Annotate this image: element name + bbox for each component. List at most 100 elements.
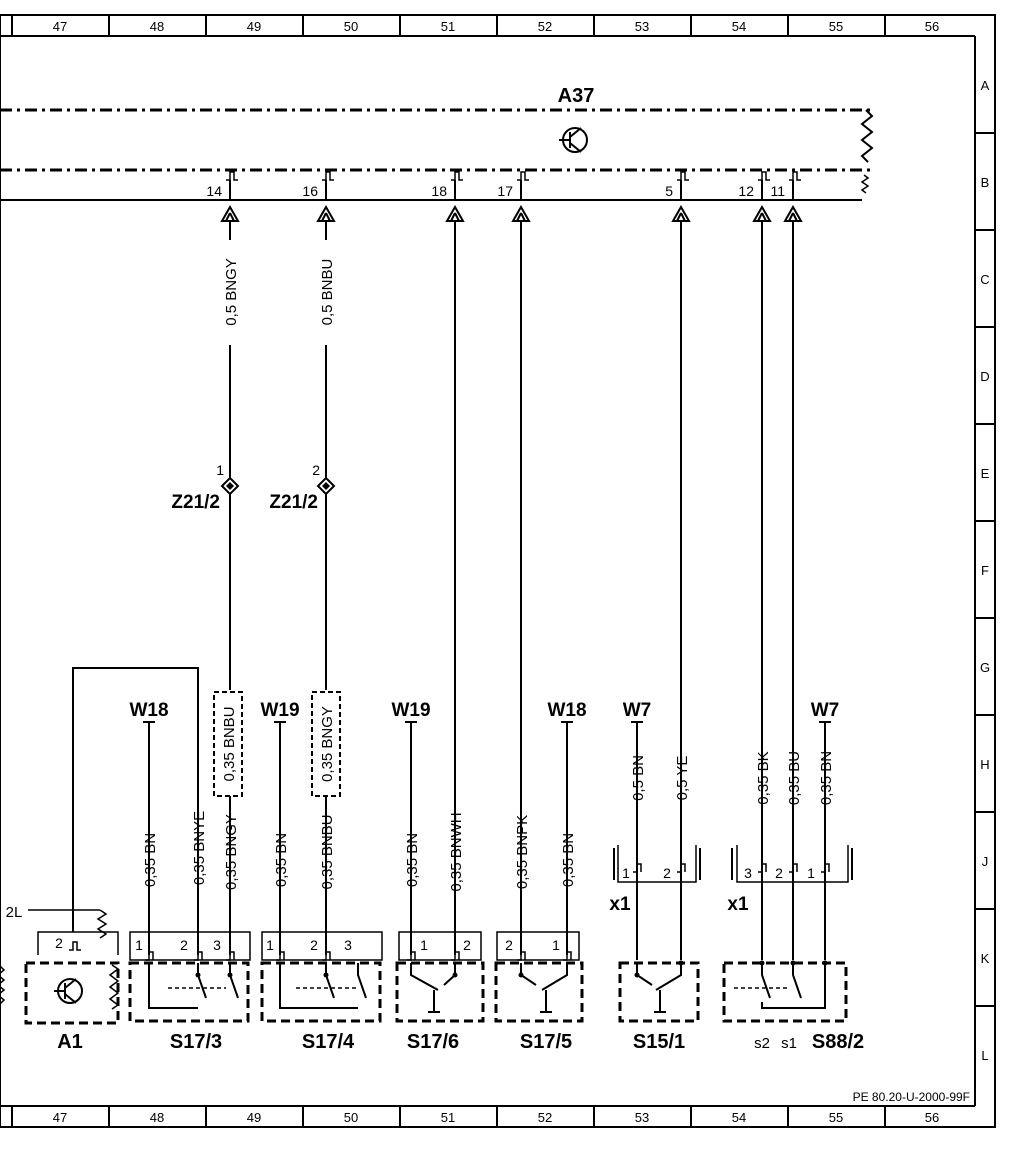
row-L: L xyxy=(981,1048,988,1063)
col-53-bottom: 53 xyxy=(635,1110,649,1125)
wire-s15-1-b: 0,5 YE xyxy=(674,756,691,801)
x1-left-pin-2: 2 xyxy=(663,865,671,881)
s88-2-s2-label: s2 xyxy=(754,1035,770,1052)
pin-16: 16 xyxy=(302,171,334,200)
col-55: 55 xyxy=(829,19,843,34)
col-48-bottom: 48 xyxy=(150,1110,164,1125)
pin-12-label: 12 xyxy=(738,183,754,199)
row-K: K xyxy=(981,951,990,966)
x1-right-pin-3: 3 xyxy=(744,865,752,881)
splice-2-label: Z21/2 xyxy=(269,492,318,513)
s88-2-s1-label: s1 xyxy=(781,1035,797,1052)
s88-2-switch: s2 s1 S88/2 xyxy=(722,960,864,1053)
s17-5-switch: 2 1 S17/5 xyxy=(494,931,584,1053)
s17-3-pin-3: 3 xyxy=(213,937,221,953)
s17-6-label: S17/6 xyxy=(407,1031,459,1053)
s17-5-pin-1: 1 xyxy=(552,937,560,953)
pin-14-label: 14 xyxy=(206,183,222,199)
col-56-bottom: 56 xyxy=(925,1110,939,1125)
splice-1-pin: 1 xyxy=(216,462,224,478)
pin-17-label: 17 xyxy=(497,183,513,199)
a1-pin-2: 2 xyxy=(55,935,63,951)
col-51-bottom: 51 xyxy=(441,1110,455,1125)
lower-wires: 0,35 BN 0,35 BNYE 0,35 BNGY 0,35 BN 0,35… xyxy=(142,740,835,960)
s15-1-label: S15/1 xyxy=(633,1031,685,1053)
pin-11-label: 11 xyxy=(770,183,785,199)
x1-right-pin-1: 1 xyxy=(807,865,815,881)
connector-x1-left: 1 2 x1 xyxy=(609,845,701,915)
wire-s17-3-a: 0,35 BN xyxy=(142,833,159,887)
pin-18: 18 xyxy=(431,171,463,200)
col-53: 53 xyxy=(635,19,649,34)
splice-1-label: Z21/2 xyxy=(171,492,220,513)
col-54-bottom: 54 xyxy=(732,1110,746,1125)
pin-5-label: 5 xyxy=(665,183,673,199)
s17-6-pin-1: 1 xyxy=(420,937,428,953)
ground-w18-2: W18 xyxy=(547,700,586,721)
bus-arrows xyxy=(220,204,803,222)
s17-4-label: S17/4 xyxy=(302,1031,355,1053)
col-51: 51 xyxy=(441,19,455,34)
pin-5: 5 xyxy=(665,171,689,200)
wire-s17-3-b: 0,35 BNYE xyxy=(191,811,208,885)
wire-s15-1-a: 0,5 BN xyxy=(630,755,647,801)
row-J: J xyxy=(982,854,989,869)
upper-wires: 0,5 BNGY 0,5 BNBU xyxy=(223,221,794,955)
row-D: D xyxy=(980,369,989,384)
row-B: B xyxy=(981,175,990,190)
a37-pins: 14 16 18 17 5 12 11 xyxy=(206,171,801,200)
wire-s17-6-a: 0,35 BN xyxy=(404,833,421,887)
pin-11: 11 xyxy=(770,171,801,200)
boxed-wire-bngy-label: 0,35 BNGY xyxy=(319,706,336,782)
row-ruler-right: A B C D E F G H J K L xyxy=(975,78,995,1063)
wire-s17-5-b: 0,35 BN xyxy=(560,833,577,887)
pin-12: 12 xyxy=(738,171,770,200)
row-E: E xyxy=(981,466,990,481)
col-52: 52 xyxy=(538,19,552,34)
col-55-bottom: 55 xyxy=(829,1110,843,1125)
row-A: A xyxy=(981,78,990,93)
ground-refs: W18 W19 W19 W18 W7 W7 xyxy=(129,700,839,750)
wire-16-label: 0,5 BNBU xyxy=(319,259,336,326)
a37-module: A37 xyxy=(0,85,874,201)
s17-5-pin-2: 2 xyxy=(505,937,513,953)
wire-s17-6-b: 0,35 BNWH xyxy=(448,812,465,891)
col-56: 56 xyxy=(925,19,939,34)
connector-x1-right: 3 2 1 x1 xyxy=(727,845,853,915)
col-54: 54 xyxy=(732,19,746,34)
s17-4-pin-2: 2 xyxy=(310,937,318,953)
a37-label: A37 xyxy=(558,85,595,107)
splice-z21-2-1: 1 Z21/2 xyxy=(171,462,240,513)
ground-w7-2: W7 xyxy=(811,700,840,721)
col-47-bottom: 47 xyxy=(53,1110,67,1125)
wire-s88-2-c: 0,35 BN xyxy=(818,751,835,805)
s17-6-switch: 1 2 S17/6 xyxy=(395,931,485,1053)
pin-18-label: 18 xyxy=(431,183,447,199)
ground-w19-1: W19 xyxy=(260,700,299,721)
ground-w18-1: W18 xyxy=(129,700,168,721)
wire-s17-4-b: 0,35 BNBU xyxy=(319,814,336,889)
wire-s17-3-c: 0,35 BNGY xyxy=(223,814,240,890)
wire-s17-4-a: 0,35 BN xyxy=(273,833,290,887)
column-ruler-bottom: 47 48 49 50 51 52 53 54 55 56 xyxy=(11,1106,939,1127)
col-50: 50 xyxy=(344,19,358,34)
boxed-wire-bnbu: 0,35 BNBU xyxy=(213,691,243,797)
col-49: 49 xyxy=(247,19,261,34)
pin-16-label: 16 xyxy=(302,183,318,199)
boxed-wire-bnbu-label: 0,35 BNBU xyxy=(221,706,238,781)
s15-1-switch: S15/1 xyxy=(618,960,700,1053)
x1-left-pin-1: 1 xyxy=(622,865,630,881)
row-H: H xyxy=(980,757,989,772)
a1-component: 2L 2 A1 xyxy=(0,904,120,1053)
col-50-bottom: 50 xyxy=(344,1110,358,1125)
pin-17: 17 xyxy=(497,171,529,200)
boxed-wire-bngy: 0,35 BNGY xyxy=(311,691,341,797)
wire-s17-5-a: 0,35 BNPK xyxy=(514,815,531,889)
wire-s88-2-b: 0,35 BU xyxy=(786,751,803,805)
label-2l: 2L xyxy=(6,904,23,921)
s17-3-switch: 1 2 3 S17/3 xyxy=(128,931,251,1053)
col-49-bottom: 49 xyxy=(247,1110,261,1125)
col-52-bottom: 52 xyxy=(538,1110,552,1125)
x1-left-label: x1 xyxy=(609,894,631,915)
